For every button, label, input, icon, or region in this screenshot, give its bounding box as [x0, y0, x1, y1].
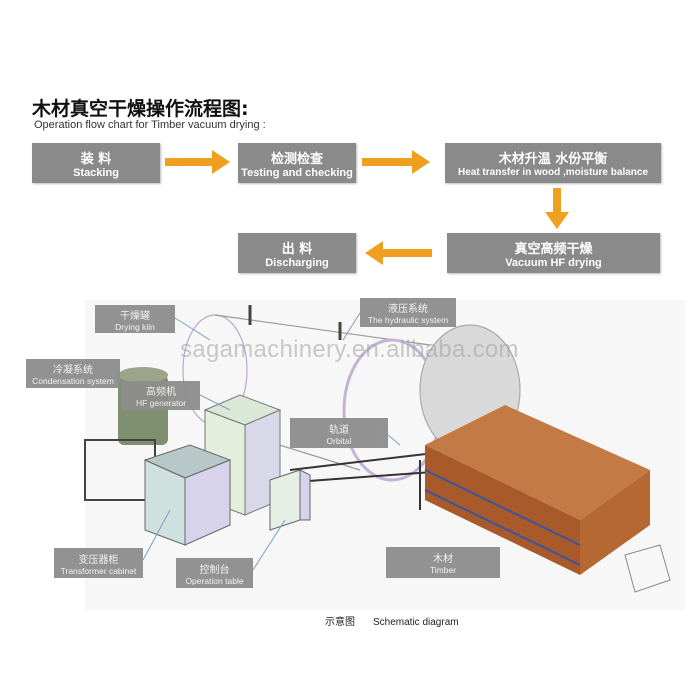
operation-table: [269, 469, 311, 531]
flow-step-zh: 检测检查: [270, 151, 323, 167]
timber-stack: [424, 405, 671, 593]
label-transformer-cabinet: 变压器柜 Transformer cabinet: [54, 548, 143, 578]
label-zh: 干燥罐: [120, 310, 150, 322]
label-hydraulic-system: 液压系统 The hydraulic system: [360, 298, 456, 327]
flow-step-testing: 检测检查 Testing and checking: [238, 143, 356, 183]
label-zh: 轨道: [329, 424, 349, 436]
label-zh: 高频机: [146, 387, 176, 398]
label-condensation-system: 冷凝系统 Condensation system: [26, 359, 120, 388]
arrow-right-2: [362, 150, 430, 174]
label-en: Transformer cabinet: [60, 565, 137, 576]
label-zh: 液压系统: [388, 304, 428, 315]
arrow-right-1: [165, 150, 230, 174]
label-en: Operation table: [185, 575, 244, 586]
label-timber: 木材 Timber: [386, 547, 500, 578]
label-en: Orbital: [326, 435, 352, 446]
arrow-left: [365, 241, 432, 265]
flow-step-discharging: 出 料 Discharging: [238, 233, 356, 273]
caption-zh: 示意图: [325, 617, 355, 628]
label-zh: 木材: [433, 554, 453, 565]
label-zh: 冷凝系统: [53, 365, 93, 376]
flow-step-en: Testing and checking: [241, 166, 353, 179]
label-en: Condensation system: [32, 376, 114, 386]
label-en: Drying kiln: [115, 321, 155, 332]
flow-step-en: Discharging: [265, 256, 329, 269]
watermark: sagamachinery.en.alibaba.com: [180, 336, 519, 363]
flow-step-en: Heat transfer in wood ,moisture balance: [457, 167, 649, 178]
label-en: Timber: [429, 565, 457, 575]
label-zh: 控制台: [199, 564, 230, 576]
label-drying-kiln: 干燥罐 Drying kiln: [95, 305, 175, 333]
label-orbital: 轨道 Orbital: [290, 418, 388, 448]
flow-step-zh: 木材升温 水份平衡: [498, 152, 608, 167]
flow-step-stacking: 装 料 Stacking: [32, 143, 160, 183]
page-subtitle: Operation flow chart for Timber vacuum d…: [34, 119, 266, 131]
label-zh: 变压器柜: [78, 554, 119, 566]
leader-lines: [142, 312, 401, 571]
flow-step-zh: 装 料: [80, 151, 112, 167]
transformer-cabinet: [143, 444, 232, 546]
diagram-caption: 示意图 Schematic diagram: [325, 613, 477, 628]
label-en: The hydraulic system: [367, 315, 449, 325]
label-en: HF generator: [135, 398, 187, 408]
flow-step-zh: 出 料: [281, 241, 313, 257]
page-title: 木材真空干燥操作流程图:: [32, 98, 249, 120]
caption-en: Schematic diagram: [373, 617, 459, 628]
label-operation-table: 控制台 Operation table: [176, 558, 253, 588]
flow-step-en: Vacuum HF drying: [505, 256, 602, 269]
flow-step-vacuum-drying: 真空高频干燥 Vacuum HF drying: [447, 233, 660, 273]
flow-step-en: Stacking: [73, 166, 119, 179]
flow-step-heat-transfer: 木材升温 水份平衡 Heat transfer in wood ,moistur…: [445, 143, 661, 183]
arrow-down: [545, 188, 569, 229]
flow-step-zh: 真空高频干燥: [514, 241, 593, 257]
label-hf-generator: 高频机 HF generator: [122, 381, 200, 410]
